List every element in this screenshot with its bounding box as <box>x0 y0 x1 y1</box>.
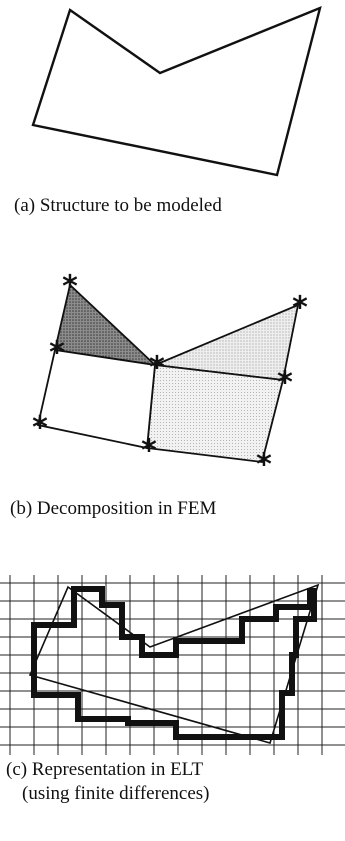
asterisk-node: * <box>49 336 65 371</box>
asterisk-node: * <box>292 291 308 326</box>
panel-c-caption-line1: (c) Representation in ELT <box>6 759 204 780</box>
panel-c-caption-line2: (using finite differences) <box>22 783 210 804</box>
panel-c: (c) Representation in ELT (using finite … <box>0 575 345 841</box>
panel-b-caption: (b) Decomposition in FEM <box>10 498 217 519</box>
structure-outline <box>31 5 322 177</box>
asterisk-node: * <box>277 366 293 401</box>
panel-a: (a) Structure to be modeled <box>0 0 345 230</box>
panel-b: * * * * * * * * (b) Decomposition in FEM <box>0 265 345 565</box>
asterisk-node: * <box>62 270 78 305</box>
asterisk-node: * <box>32 411 48 446</box>
structure-polygon <box>31 5 322 177</box>
asterisk-node: * <box>149 351 165 386</box>
staircase-approximation <box>31 586 317 740</box>
finite-difference-grid <box>0 575 345 755</box>
fem-decomposition: * * * * * * * * <box>32 270 308 483</box>
panel-a-caption: (a) Structure to be modeled <box>14 195 222 216</box>
elt-grid-representation <box>0 575 345 755</box>
element-white-quad <box>36 348 156 450</box>
asterisk-node: * <box>256 448 272 483</box>
asterisk-node: * <box>141 434 157 469</box>
